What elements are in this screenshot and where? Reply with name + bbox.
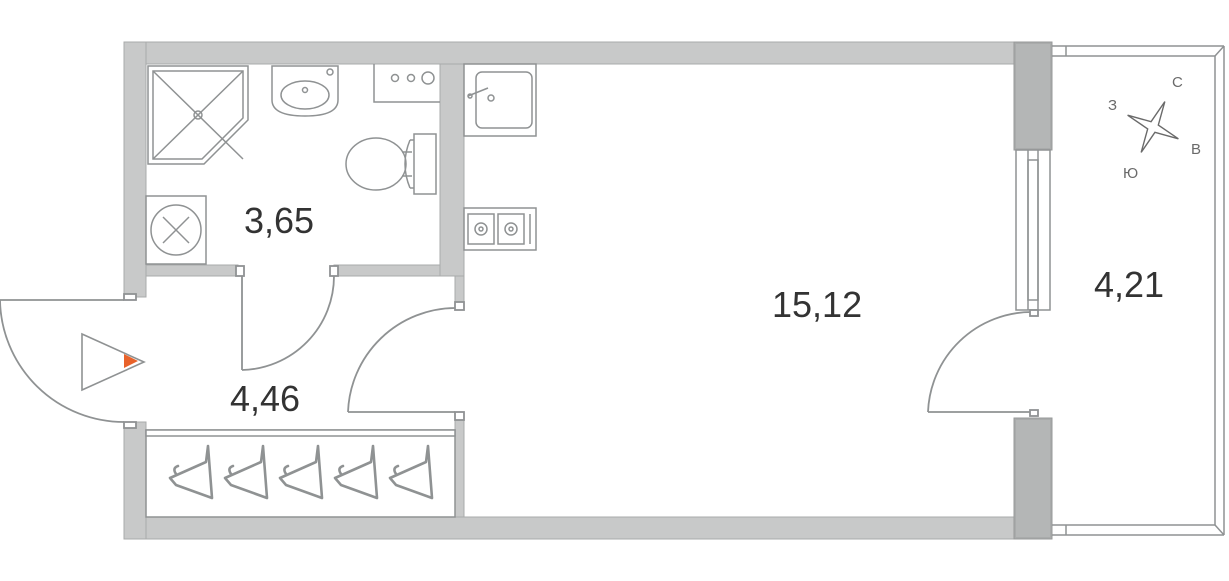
walls xyxy=(123,41,1053,540)
entrance-door xyxy=(0,293,137,429)
hanger-icon xyxy=(168,444,214,500)
washing-machine-icon xyxy=(145,195,207,265)
hanger-icon xyxy=(388,444,434,500)
toilet-icon xyxy=(345,133,437,195)
fixtures xyxy=(145,63,537,518)
stove-icon xyxy=(463,207,537,251)
balcony-outline xyxy=(1052,45,1225,536)
hallway-area-label: 4,46 xyxy=(230,378,300,419)
hanger-icon xyxy=(278,444,324,500)
balcony-area-label: 4,21 xyxy=(1094,264,1164,305)
hanger-icon xyxy=(333,444,379,500)
left-wall-lower xyxy=(123,421,147,540)
compass-south-label: Ю xyxy=(1123,165,1138,182)
bottom-wall xyxy=(123,516,1017,540)
compass-north-label: С xyxy=(1172,74,1183,91)
right-wall-top-inner xyxy=(1016,44,1050,148)
hangers xyxy=(168,444,434,500)
living-room-door xyxy=(347,301,465,421)
entrance-marker-icon xyxy=(81,332,146,392)
bathroom-bottom-wall xyxy=(145,264,239,277)
compass-icon xyxy=(1127,101,1179,153)
wardrobe-icon xyxy=(145,429,456,518)
balcony-door xyxy=(927,309,1039,417)
top-wall xyxy=(123,41,1017,65)
partition-upper xyxy=(439,63,465,277)
left-wall-upper xyxy=(123,41,147,298)
shower-icon xyxy=(147,65,249,165)
hanger-icon xyxy=(223,444,269,500)
window xyxy=(1015,149,1051,311)
kitchen-sink-icon xyxy=(463,63,537,137)
bathroom-door xyxy=(235,265,339,371)
compass-east-label: В xyxy=(1191,141,1201,158)
partition-lower xyxy=(454,411,465,518)
compass-west-label: З xyxy=(1108,97,1117,114)
bathroom-area-label: 3,65 xyxy=(244,200,314,241)
right-wall-bottom-inner xyxy=(1016,420,1050,537)
doors xyxy=(0,265,1039,429)
living-room-area-label: 15,12 xyxy=(772,284,862,325)
hob-small-icon xyxy=(373,64,440,103)
washbasin-icon xyxy=(271,65,339,117)
